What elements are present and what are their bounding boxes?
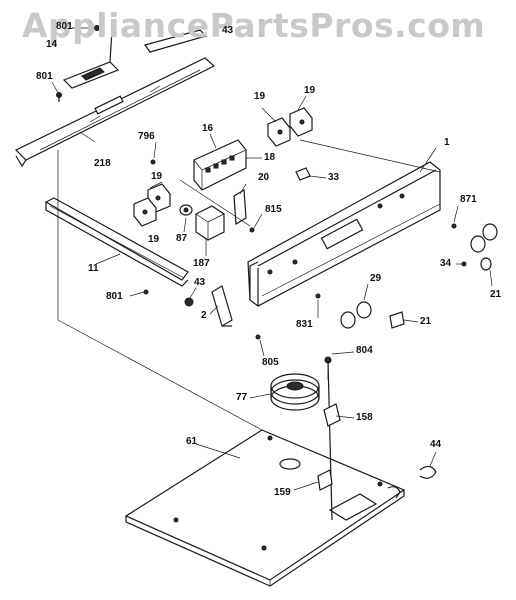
part-label-34: 34 <box>440 258 452 269</box>
part-label-801: 801 <box>36 71 53 82</box>
part-label-804: 804 <box>356 345 373 356</box>
part-label-831: 831 <box>296 319 313 330</box>
part-label-19: 19 <box>254 91 266 102</box>
part-2-bracket <box>211 285 233 327</box>
part-14-bracket <box>62 29 208 89</box>
knobs-right <box>340 223 498 329</box>
part-label-16: 16 <box>202 123 214 134</box>
part-label-33: 33 <box>328 172 340 183</box>
part-label-218: 218 <box>94 158 111 169</box>
part-label-871: 871 <box>460 194 477 205</box>
part-label-187: 187 <box>193 258 210 269</box>
part-label-2: 2 <box>201 310 207 321</box>
part-label-44: 44 <box>430 439 442 450</box>
part-label-158: 158 <box>356 412 373 423</box>
leader-lines <box>51 27 493 491</box>
part-label-801: 801 <box>56 21 73 32</box>
part-label-19: 19 <box>148 234 160 245</box>
part-19-switch-left <box>133 183 171 227</box>
part-label-159: 159 <box>274 487 291 498</box>
watermark-text: AppliancePartsPros.com <box>22 6 486 45</box>
alignment-lines <box>57 139 441 431</box>
part-label-19: 19 <box>304 85 316 96</box>
part-label-77: 77 <box>236 392 248 403</box>
part-44-clip <box>387 465 437 499</box>
part-61-base-pan <box>124 429 406 587</box>
part-16-clock-module <box>193 139 247 191</box>
part-label-20: 20 <box>258 172 270 183</box>
part-label-1: 1 <box>444 137 450 148</box>
part-1-backguard <box>247 161 441 307</box>
part-187-box <box>195 205 225 241</box>
part-11-side-trim <box>44 197 189 287</box>
screws-misc <box>143 159 467 364</box>
part-218-trim-rail <box>14 57 216 168</box>
part-label-815: 815 <box>265 204 282 215</box>
part-87-knob <box>179 204 193 216</box>
part-158-rod <box>317 359 341 521</box>
part-77-wire-coil <box>270 373 320 411</box>
part-label-18: 18 <box>264 152 276 163</box>
part-label-11: 11 <box>88 263 99 274</box>
part-20-bracket <box>233 188 247 226</box>
part-label-21: 21 <box>420 316 432 327</box>
screw-801-top <box>56 25 100 102</box>
part-label-801: 801 <box>106 291 123 302</box>
part-label-21: 21 <box>490 289 502 300</box>
part-label-805: 805 <box>262 357 279 368</box>
part-label-19: 19 <box>151 171 163 182</box>
part-label-14: 14 <box>46 39 58 50</box>
part-label-29: 29 <box>370 273 382 284</box>
part-19-switch-top <box>267 107 313 147</box>
part-label-796: 796 <box>138 131 155 142</box>
part-label-43: 43 <box>222 25 234 36</box>
part-label-87: 87 <box>176 233 188 244</box>
part-label-43: 43 <box>194 277 206 288</box>
part-label-61: 61 <box>186 436 198 447</box>
part-33-clip <box>295 167 311 181</box>
